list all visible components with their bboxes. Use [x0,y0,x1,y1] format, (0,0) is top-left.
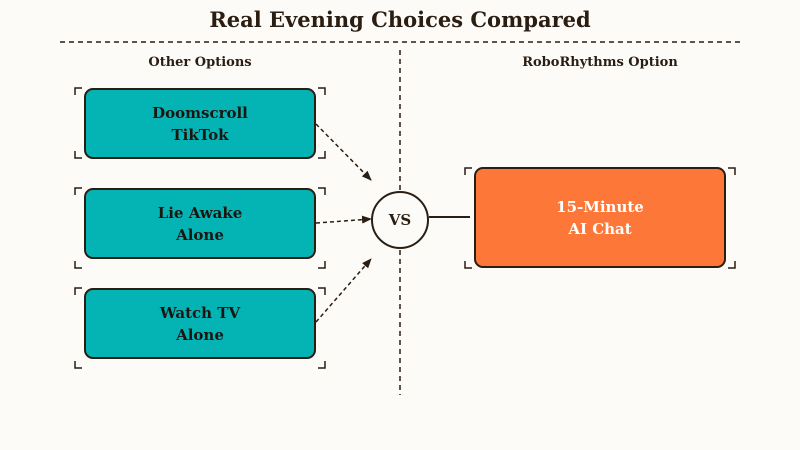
option-doomscroll-tiktok: Doomscroll TikTok [84,88,316,159]
option-watch-tv-alone: Watch TV Alone [84,288,316,359]
vs-label: VS [388,211,412,229]
option-label: Doomscroll TikTok [152,103,248,144]
diagram-title: Real Evening Choices Compared [209,7,591,32]
arrow-lie-to-vs [315,215,372,224]
option-label: Watch TV Alone [159,303,241,344]
right-column-label: RoboRhythms Option [522,55,678,70]
option-lie-awake-alone: Lie Awake Alone [84,188,316,259]
featured-ai-chat-option: 15-Minute AI Chat [474,167,726,268]
arrow-doom-to-vs [315,123,372,181]
corner-brackets [74,87,736,369]
left-column-label: Other Options [148,55,252,70]
featured-label: 15-Minute AI Chat [556,197,644,238]
option-label: Lie Awake Alone [157,203,243,244]
vs-circle: VS [371,191,429,249]
